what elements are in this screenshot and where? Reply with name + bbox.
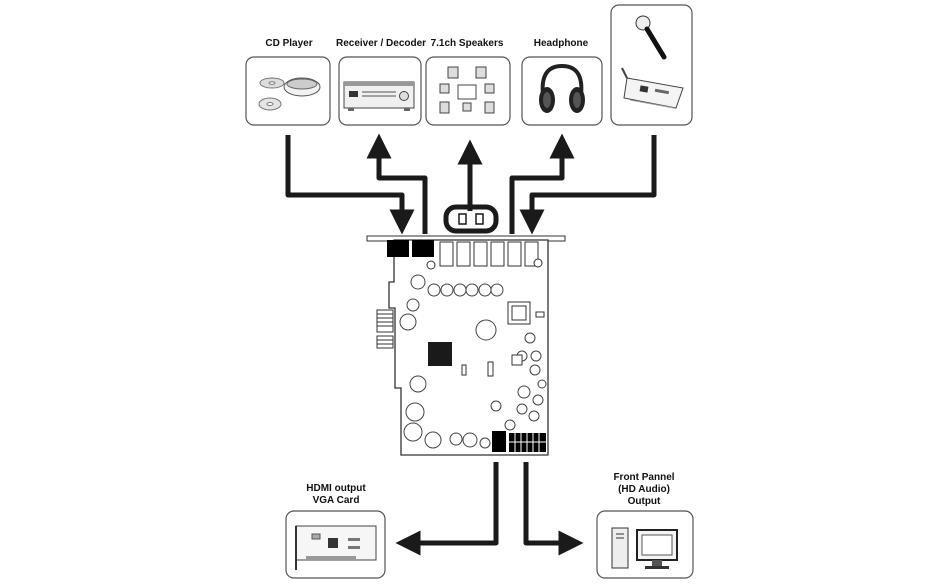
pc-tower-icon: [611, 527, 629, 569]
speaker-bracket: [443, 204, 499, 234]
connector-optical-out: [387, 240, 409, 257]
sound-card-icon: [621, 67, 684, 109]
cd-player-label: CD Player: [265, 38, 313, 49]
front-panel-label-line-2: (HD Audio): [618, 484, 670, 495]
vga-card-icon: [295, 525, 377, 570]
hdmi-output-label-line-1: HDMI output: [306, 483, 366, 494]
main-chip: [428, 342, 452, 366]
arrows-top: [285, 133, 657, 235]
arrow-mic-in: [519, 135, 657, 235]
front-panel-label-line-3: Output: [627, 496, 661, 507]
headphone-box: [521, 56, 603, 126]
arrows-bottom: [395, 462, 584, 556]
microphone-icon: [635, 15, 667, 60]
arrow-hdmi-out: [395, 462, 499, 556]
hdmi-output-label: HDMI output VGA Card: [286, 483, 386, 507]
receiver-decoder-box: [338, 56, 422, 126]
monitor-icon: [636, 529, 678, 569]
arrow-headphone-out: [509, 133, 575, 234]
front-panel-label: Front Pannel (HD Audio) Output: [596, 472, 692, 508]
capacitors: [399, 274, 547, 449]
front-panel-label-line-1: Front Pannel: [613, 472, 675, 483]
headphone-icon: [539, 63, 585, 113]
speakers-box: [425, 56, 511, 126]
audio-jacks: [439, 241, 539, 267]
receiver-icon: [343, 81, 415, 111]
arrow-front-panel-out: [523, 462, 584, 556]
receiver-decoder-label: Receiver / Decoder: [336, 38, 427, 49]
connector-coaxial-out: [412, 240, 434, 257]
hdmi-output-label-line-2: VGA Card: [312, 495, 360, 506]
speakers-icon: [439, 66, 495, 114]
headphone-label: Headphone: [533, 38, 589, 49]
arrow-receiver-out: [366, 133, 428, 234]
sound-card-board: [366, 235, 566, 456]
header-hdmi: [492, 431, 506, 452]
cd-player-icon: [258, 77, 321, 111]
pcie-contacts: [376, 309, 394, 349]
cd-player-box: [245, 56, 331, 126]
front-panel-box: [596, 510, 694, 579]
hdmi-vga-card-box: [285, 510, 386, 579]
arrow-cd-in: [285, 135, 415, 235]
microphone-box: [610, 4, 693, 126]
speakers-label: 7.1ch Speakers: [430, 38, 504, 49]
